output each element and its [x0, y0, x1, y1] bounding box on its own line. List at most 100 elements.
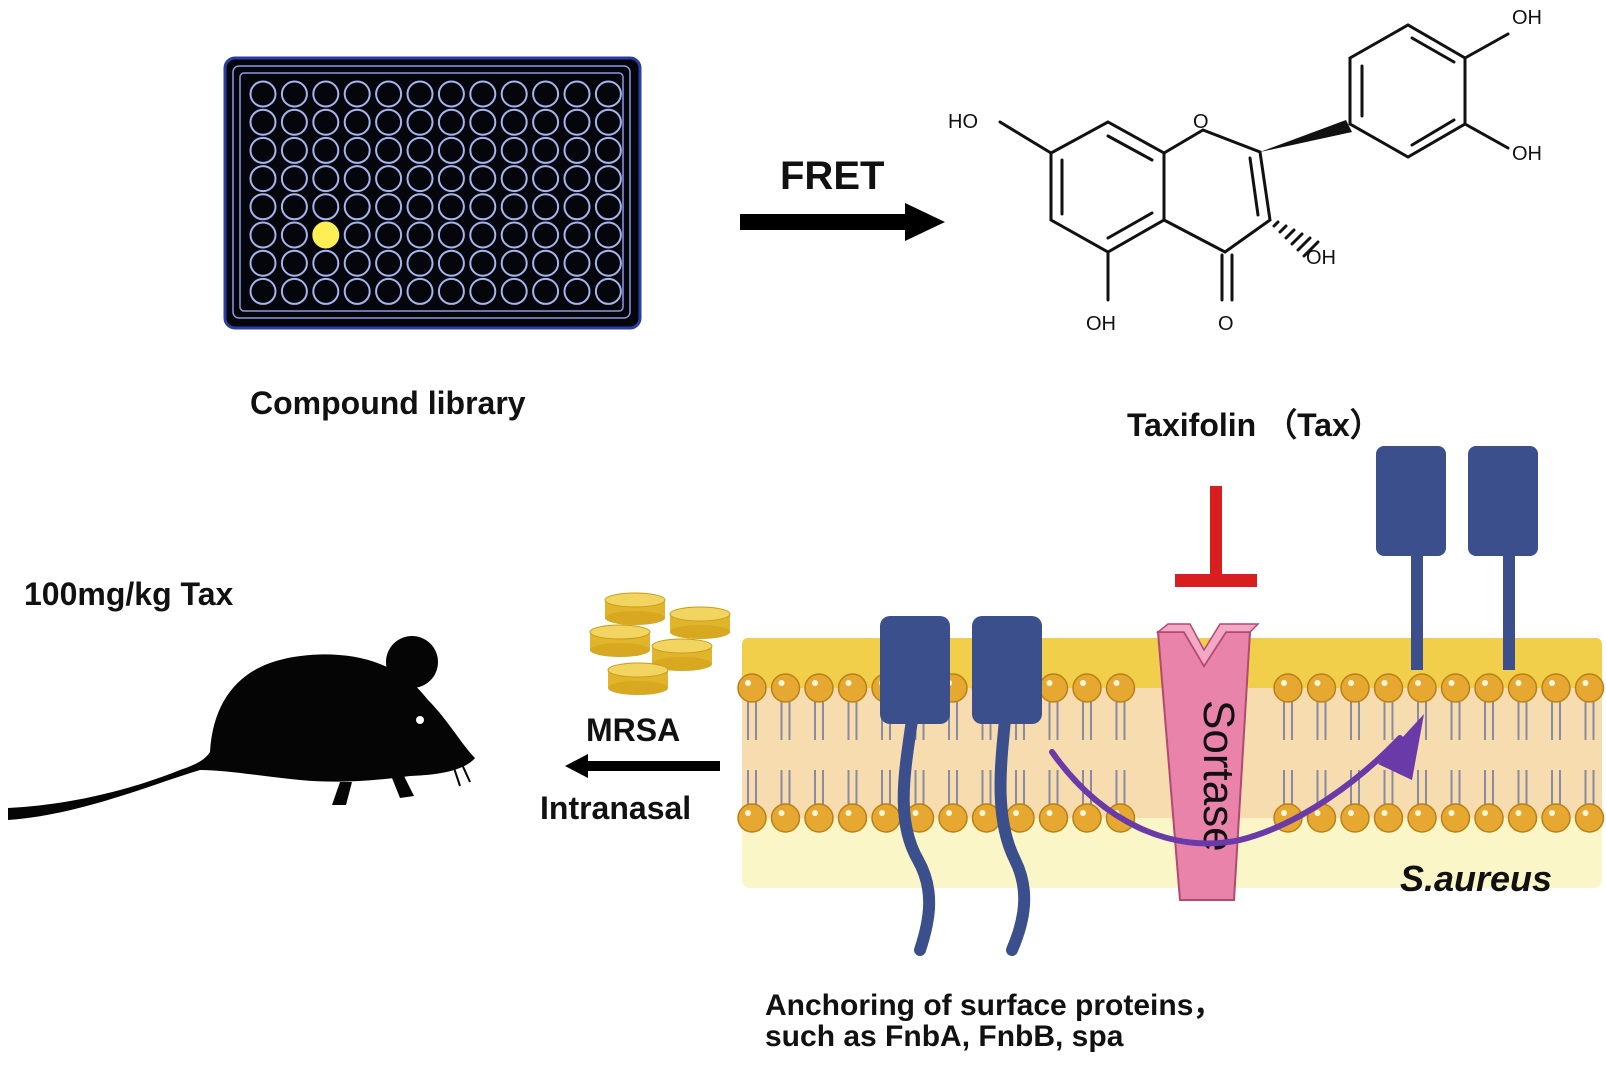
plate-well — [375, 221, 403, 249]
plate-well — [343, 193, 371, 221]
lipid-highlight — [812, 680, 818, 686]
lipid-highlight — [1281, 680, 1287, 686]
pellet-top — [607, 662, 669, 678]
pellet-top — [604, 592, 666, 608]
atom-labels: HO O OH OH OH OH O — [948, 7, 1542, 335]
lipid-highlight — [1046, 810, 1053, 816]
plate-well — [249, 277, 277, 305]
plate-well — [249, 249, 277, 277]
plate-well — [406, 136, 434, 164]
lipid-highlight — [1415, 680, 1421, 686]
lipid-head-bottom — [804, 803, 834, 833]
lipid-tail — [1115, 696, 1126, 810]
pellet-top — [589, 624, 651, 640]
lipid-head-top — [770, 673, 801, 703]
plate-well — [406, 165, 434, 193]
plate-well — [343, 136, 371, 164]
lipid-tail — [847, 696, 858, 810]
plate-well — [249, 80, 277, 108]
plate-well — [312, 193, 340, 221]
lipid-highlight — [1482, 680, 1488, 686]
lipid-tail — [1316, 696, 1327, 810]
wedge-bond — [1260, 120, 1352, 152]
lipid-highlight — [912, 810, 919, 816]
lipid-tail — [1551, 696, 1561, 810]
lipid-head-top — [1407, 673, 1437, 703]
plate-wells — [249, 80, 622, 305]
plate-well — [406, 193, 434, 221]
plate-well — [375, 277, 403, 305]
lipid-highlight — [1080, 810, 1086, 816]
plate-well — [249, 136, 277, 164]
plate-well — [249, 193, 277, 221]
plate-well — [469, 193, 497, 221]
plate-well — [563, 193, 591, 221]
plate-well — [406, 277, 434, 305]
plate-well — [280, 249, 308, 277]
lipid-head-bottom — [1541, 803, 1571, 833]
lipid-highlight — [1348, 680, 1354, 686]
plate-well — [500, 165, 528, 193]
lipid-highlight — [1448, 810, 1455, 816]
lipid-head-bottom — [737, 803, 767, 833]
surface-protein-left-1 — [880, 616, 950, 956]
lipid-highlight — [1046, 680, 1053, 686]
microplate — [223, 56, 642, 330]
plate-well — [312, 165, 340, 193]
lipid-highlight — [979, 810, 986, 816]
plate-well — [312, 277, 340, 305]
plate-well — [563, 136, 591, 164]
fret-label: FRET — [780, 154, 885, 198]
plate-well — [312, 108, 340, 136]
lipid-head-top — [1507, 673, 1538, 703]
dose-label: 100mg/kg Tax — [24, 576, 234, 612]
plate-well — [437, 249, 465, 277]
mouse-eye-icon — [416, 716, 424, 724]
lipid-highlight — [1314, 810, 1321, 816]
plate-well — [469, 165, 497, 193]
plate-well — [469, 221, 497, 249]
mouse-whiskers-icon — [451, 759, 471, 787]
plate-well — [343, 249, 371, 277]
plate-well — [375, 108, 403, 136]
plate-well — [594, 193, 622, 221]
plate-well — [375, 193, 403, 221]
lipid-head-bottom — [770, 803, 801, 833]
anchored-protein-right-2 — [1468, 446, 1538, 670]
lipid-highlight — [845, 680, 852, 686]
taxifolin-structure — [998, 23, 1510, 302]
lipid-highlight — [1281, 810, 1287, 816]
pellet-bottom — [670, 625, 730, 639]
lipid-highlight — [778, 680, 785, 686]
plate-well — [437, 277, 465, 305]
lipid-head-bottom — [1038, 803, 1069, 833]
lipid-highlight — [1113, 680, 1120, 686]
plate-well — [594, 136, 622, 164]
lipid-tail — [1082, 696, 1092, 810]
plate-well — [563, 80, 591, 108]
atom-oh-c3: OH — [1306, 247, 1336, 269]
plate-well — [469, 277, 497, 305]
plate-well — [343, 221, 371, 249]
lipid-highlight — [1013, 810, 1019, 816]
plate-well — [375, 165, 403, 193]
mrsa-arrow — [565, 754, 720, 778]
lipid-head-top — [1440, 673, 1471, 703]
plate-well — [280, 221, 308, 249]
anchored-protein-right-1 — [1376, 446, 1446, 670]
lipid-highlight — [1549, 810, 1555, 816]
plate-well — [469, 136, 497, 164]
lipid-head-top — [737, 673, 767, 703]
mrsa-label: MRSA — [586, 712, 681, 748]
mouse-icon — [8, 636, 475, 820]
transfer-arrow — [1049, 714, 1424, 847]
plate-well — [563, 277, 591, 305]
plate-well — [594, 108, 622, 136]
lipid-tail — [1383, 696, 1394, 810]
lipid-highlight — [1482, 810, 1488, 816]
plate-well — [343, 80, 371, 108]
lipid-head-top — [1541, 673, 1571, 703]
lipid-head-top — [1474, 673, 1504, 703]
